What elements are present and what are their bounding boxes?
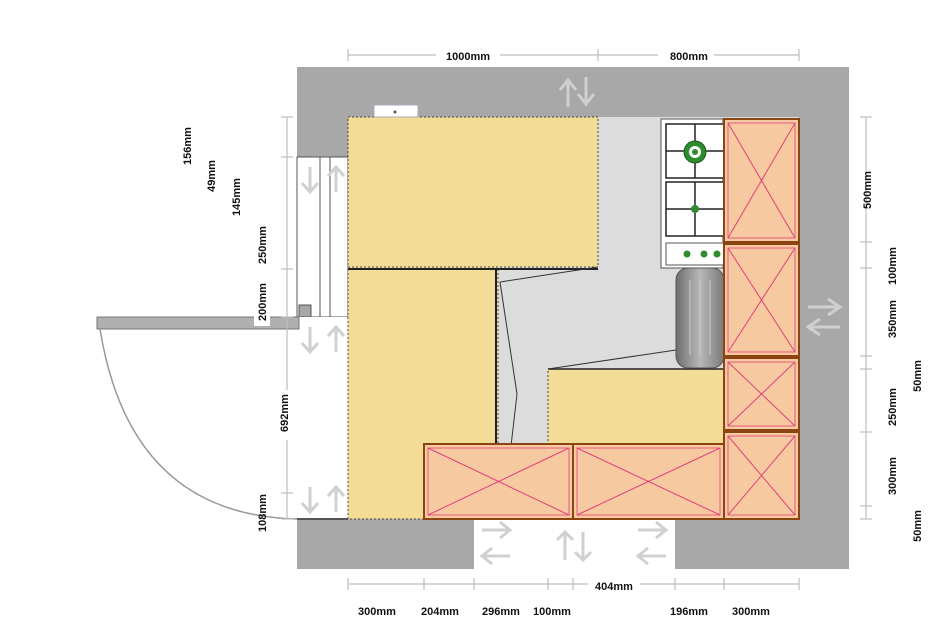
dim-bottom-300-left: 300mm bbox=[358, 606, 396, 618]
hinge-lines bbox=[499, 266, 677, 447]
cabinet-right-2 bbox=[723, 243, 800, 357]
dim-left-156: 156mm bbox=[182, 127, 194, 165]
dim-left-692: 692mm bbox=[279, 394, 291, 432]
dim-bottom-296: 296mm bbox=[482, 606, 520, 618]
dim-far-right-50-upper: 50mm bbox=[912, 360, 924, 392]
cabinet-right-3 bbox=[723, 357, 800, 431]
bottom-wall-left bbox=[297, 519, 474, 569]
dim-bottom-196: 196mm bbox=[670, 606, 708, 618]
dim-right-350: 350mm bbox=[887, 300, 899, 338]
worktop-upper bbox=[347, 116, 599, 268]
sink-icon bbox=[675, 267, 725, 369]
bottom-dimension-labels: 300mm 204mm 296mm 100mm 404mm 196mm 300m… bbox=[358, 578, 770, 618]
dimension-lines bbox=[281, 49, 872, 590]
door-swing-icon bbox=[96, 316, 300, 520]
dim-right-100: 100mm bbox=[887, 247, 899, 285]
right-dimension-labels: 500mm 100mm 350mm 250mm 300mm 50mm 50mm bbox=[862, 171, 924, 542]
bottom-wall-right bbox=[675, 519, 849, 569]
left-wall-upper bbox=[297, 67, 348, 157]
left-window bbox=[296, 156, 349, 318]
cabinet-bottom-2 bbox=[572, 443, 725, 520]
base-cabinets bbox=[423, 118, 800, 520]
walk-arrow-icon bbox=[300, 77, 843, 566]
dim-right-500: 500mm bbox=[862, 171, 874, 209]
top-dimension-labels: 1000mm 800mm bbox=[436, 47, 714, 63]
dim-right-300: 300mm bbox=[887, 457, 899, 495]
dim-bottom-100: 100mm bbox=[533, 606, 571, 618]
right-wall bbox=[799, 67, 849, 569]
dim-far-right-50-lower: 50mm bbox=[912, 510, 924, 542]
cabinet-bottom-1 bbox=[423, 443, 574, 520]
dim-left-49: 49mm bbox=[206, 160, 218, 192]
dim-right-250: 250mm bbox=[887, 388, 899, 426]
dim-left-250: 250mm bbox=[257, 226, 269, 264]
dim-bottom-300-right: 300mm bbox=[732, 606, 770, 618]
dim-bottom-404: 404mm bbox=[595, 581, 633, 593]
cabinet-right-1 bbox=[723, 118, 800, 243]
dim-left-108: 108mm bbox=[257, 494, 269, 532]
dim-bottom-204: 204mm bbox=[421, 606, 459, 618]
dim-left-200: 200mm bbox=[257, 283, 269, 321]
dim-left-145: 145mm bbox=[231, 178, 243, 216]
stove-icon bbox=[660, 118, 725, 269]
left-doorway bbox=[297, 317, 348, 519]
walls bbox=[297, 67, 849, 569]
dim-top-1000: 1000mm bbox=[446, 51, 490, 63]
cabinet-corner bbox=[723, 431, 800, 520]
left-dimension-labels: 156mm 49mm 145mm 250mm 200mm 692mm 108mm bbox=[182, 127, 292, 532]
dim-top-800: 800mm bbox=[670, 51, 708, 63]
